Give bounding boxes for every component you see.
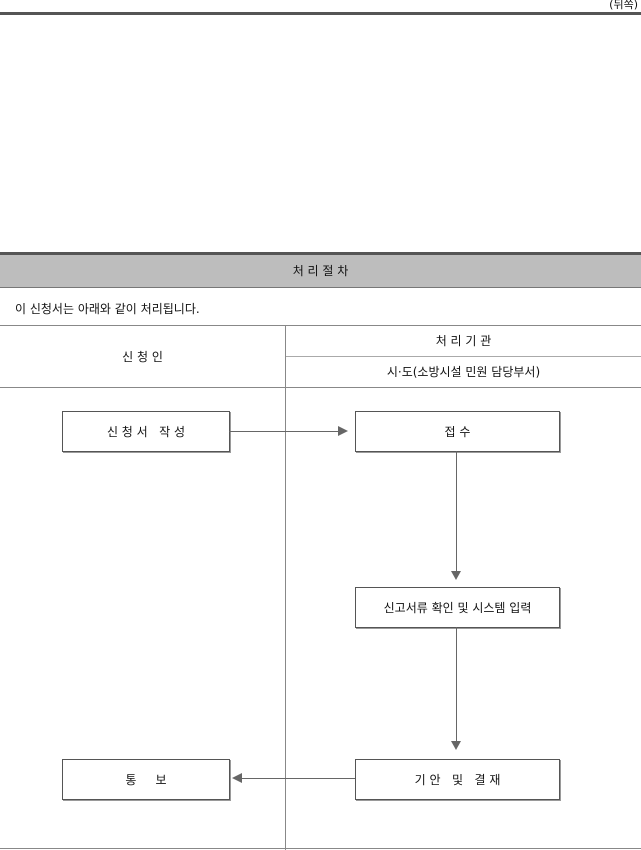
procedure-title: 처 리 절 차 bbox=[292, 264, 349, 278]
agency-label: 처 리 기 관 bbox=[435, 334, 492, 348]
arrow-right-icon bbox=[338, 426, 348, 436]
top-rule bbox=[0, 12, 641, 15]
step-receive-label: 접 수 bbox=[444, 425, 471, 439]
connector-write-to-receive bbox=[229, 431, 339, 432]
step-write-label: 신 청 서 작 성 bbox=[106, 425, 186, 439]
agency-sub-rule bbox=[286, 356, 641, 357]
agency-sub-label: 시·도(소방시설 민원 담당부서) bbox=[386, 365, 541, 379]
step-notify: 통 보 bbox=[62, 759, 230, 800]
connector-review-to-approve bbox=[456, 627, 457, 741]
connector-receive-to-review bbox=[456, 451, 457, 571]
agency-column-header: 처 리 기 관 bbox=[286, 326, 641, 356]
connector-approve-to-notify bbox=[242, 778, 355, 779]
step-approve: 기 안 및 결 재 bbox=[355, 759, 560, 800]
step-write-application: 신 청 서 작 성 bbox=[62, 411, 230, 452]
page-marker: (뒤쪽) bbox=[609, 0, 638, 11]
arrow-down-icon bbox=[451, 741, 461, 750]
step-receive: 접 수 bbox=[355, 411, 560, 452]
table-bottom-rule bbox=[0, 848, 641, 849]
agency-subheader: 시·도(소방시설 민원 담당부서) bbox=[286, 357, 641, 387]
step-notify-label: 통 보 bbox=[125, 773, 167, 787]
column-divider bbox=[285, 326, 286, 850]
table-header-bottom-rule bbox=[0, 387, 641, 388]
procedure-header-top-rule bbox=[0, 252, 641, 255]
applicant-label: 신 청 인 bbox=[122, 349, 163, 364]
step-review-input: 신고서류 확인 및 시스템 입력 bbox=[355, 587, 560, 628]
procedure-header: 처 리 절 차 bbox=[0, 255, 641, 288]
applicant-column-header: 신 청 인 bbox=[0, 326, 285, 387]
arrow-down-icon bbox=[451, 571, 461, 580]
step-review-label: 신고서류 확인 및 시스템 입력 bbox=[383, 601, 532, 615]
arrow-left-icon bbox=[232, 773, 242, 783]
procedure-intro: 이 신청서는 아래와 같이 처리됩니다. bbox=[15, 302, 200, 316]
step-approve-label: 기 안 및 결 재 bbox=[414, 773, 501, 787]
table-top-rule bbox=[0, 325, 641, 326]
